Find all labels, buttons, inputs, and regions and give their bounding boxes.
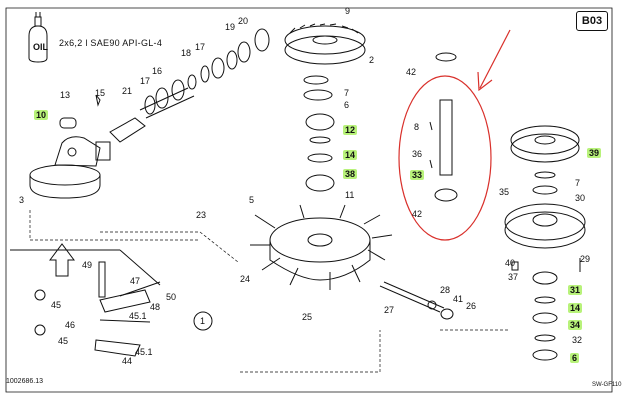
- right-cover: [510, 125, 580, 163]
- part-callout: 23: [196, 210, 207, 220]
- part-callout-highlighted: 6: [570, 353, 580, 363]
- rotor-hub: [250, 204, 393, 290]
- bevel-gear: [284, 23, 366, 65]
- part-callout: 21: [122, 86, 133, 96]
- part-callout: 7: [344, 88, 350, 98]
- part-callout: 36: [412, 149, 423, 159]
- part-callout: 8: [414, 122, 420, 132]
- part-callout: 25: [302, 312, 313, 322]
- oil-can-label: OIL: [33, 42, 48, 52]
- callout-1-circle: [193, 311, 213, 331]
- gearbox-housing: [29, 136, 111, 199]
- part-callout-highlighted: 12: [343, 125, 358, 135]
- part-callout: 24: [240, 274, 251, 284]
- part-callout: 29: [580, 254, 591, 264]
- part-callout-highlighted: 10: [34, 110, 49, 120]
- part-callout-highlighted: 38: [343, 169, 358, 179]
- part-callout: 6: [344, 100, 350, 110]
- part-callout: 45.1: [129, 311, 147, 321]
- part-callout: 20: [238, 16, 249, 26]
- part-callout: 44: [122, 356, 133, 366]
- part-callout: 19: [225, 22, 236, 32]
- part-callout: 40: [505, 258, 516, 268]
- part-callout: 42: [406, 67, 417, 77]
- callout-1-label: 1: [200, 316, 206, 326]
- part-callout: 28: [440, 285, 451, 295]
- part-callout: 41: [453, 294, 464, 304]
- part-callout: 3: [19, 195, 25, 205]
- part-callout-highlighted: 39: [587, 148, 602, 158]
- part-callout-highlighted: 14: [343, 150, 358, 160]
- part-callout: 27: [384, 305, 395, 315]
- part-callout-highlighted: 33: [410, 170, 425, 180]
- part-callout-highlighted: 34: [568, 320, 583, 330]
- part-callout: 13: [60, 90, 71, 100]
- red-annotation: [398, 29, 511, 241]
- part-callout: 16: [152, 66, 163, 76]
- part-callout: 11: [345, 190, 355, 200]
- part-callout: 45: [51, 300, 62, 310]
- part-callout: 42: [412, 209, 423, 219]
- part-callout: 17: [140, 76, 151, 86]
- center-stack: [303, 75, 335, 192]
- part-callout: 17: [195, 42, 206, 52]
- part-callout: 5: [249, 195, 255, 205]
- part-callout: 35: [499, 187, 510, 197]
- output-shaft: [429, 52, 458, 202]
- document-number: 1002686.13: [6, 378, 43, 385]
- linkage: [10, 249, 161, 357]
- part-callout-highlighted: 14: [568, 303, 583, 313]
- page-code-box: B03: [576, 11, 608, 31]
- part-callout: 26: [466, 301, 477, 311]
- direction-arrow: [49, 243, 75, 277]
- part-callout: 48: [150, 302, 161, 312]
- part-callout: 47: [130, 276, 141, 286]
- part-callout-highlighted: 31: [568, 285, 583, 295]
- part-callout: 7: [575, 178, 581, 188]
- side-shaft: [379, 281, 445, 313]
- corner-code: SW-GF110: [592, 382, 622, 388]
- part-callout: 2: [369, 55, 375, 65]
- oil-spec-text: 2x6,2 l SAE90 API-GL-4: [59, 38, 163, 48]
- oil-can-icon: [28, 12, 48, 63]
- part-callout: 30: [575, 193, 586, 203]
- part-callout: 9: [345, 6, 351, 16]
- part-callout: 45: [58, 336, 69, 346]
- part-callout: 50: [166, 292, 177, 302]
- right-flange: [504, 203, 586, 249]
- part-callout: 32: [572, 335, 583, 345]
- part-callout: 15: [95, 88, 106, 98]
- part-callout: 46: [65, 320, 76, 330]
- part-callout: 45.1: [135, 347, 153, 357]
- part-callout: 49: [82, 260, 93, 270]
- part-callout: 37: [508, 272, 519, 282]
- part-callout: 18: [181, 48, 192, 58]
- input-shaft-assembly: [59, 28, 270, 143]
